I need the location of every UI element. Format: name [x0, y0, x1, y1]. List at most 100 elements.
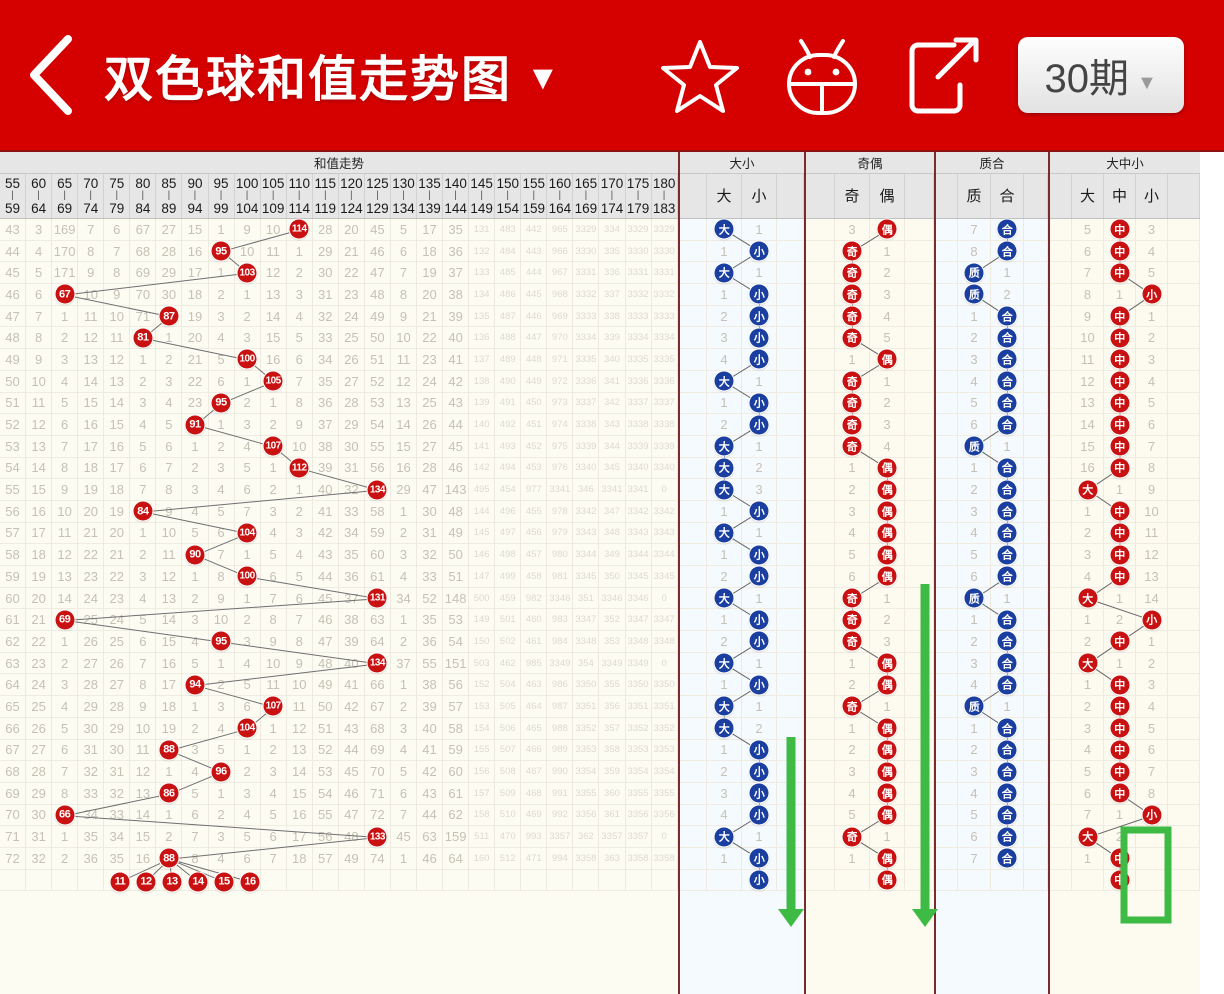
big-small-ball[interactable]: 小 [749, 870, 769, 890]
odd-even-ball[interactable]: 奇 [842, 328, 862, 348]
share-icon[interactable] [898, 29, 990, 121]
hit-ball[interactable]: 104 [237, 523, 257, 543]
prime-composite-ball[interactable]: 质 [964, 263, 984, 283]
big-small-ball[interactable]: 小 [749, 241, 769, 261]
big-medium-small-ball[interactable]: 中 [1110, 436, 1129, 456]
big-medium-small-ball[interactable]: 中 [1110, 219, 1129, 239]
odd-even-ball[interactable]: 偶 [877, 501, 897, 521]
hit-ball[interactable]: 69 [55, 610, 75, 630]
big-medium-small-ball[interactable]: 中 [1110, 566, 1129, 586]
prime-composite-ball[interactable]: 合 [997, 718, 1017, 738]
hit-ball[interactable]: 91 [185, 415, 205, 435]
hit-ball[interactable]: 94 [185, 675, 205, 695]
big-medium-small-ball[interactable]: 中 [1110, 545, 1129, 565]
odd-even-ball[interactable]: 偶 [877, 523, 897, 543]
hit-ball[interactable]: 100 [237, 566, 257, 586]
table-row[interactable]: 偶 [806, 869, 934, 892]
odd-even-ball[interactable]: 奇 [842, 827, 862, 847]
hit-ball[interactable]: 105 [263, 371, 283, 391]
big-small-ball[interactable]: 大 [714, 458, 734, 478]
big-small-ball[interactable]: 大 [714, 523, 734, 543]
big-small-ball[interactable]: 大 [714, 263, 734, 283]
prime-composite-ball[interactable]: 合 [997, 328, 1017, 348]
hit-ball[interactable]: 114 [289, 219, 309, 239]
odd-even-ball[interactable]: 偶 [877, 219, 897, 239]
odd-even-ball[interactable]: 偶 [877, 349, 897, 369]
hit-ball[interactable]: 107 [263, 696, 283, 716]
hit-ball[interactable]: 90 [185, 545, 205, 565]
big-small-ball[interactable]: 大 [714, 827, 734, 847]
odd-even-ball[interactable]: 偶 [877, 805, 897, 825]
table-row[interactable] [936, 869, 1048, 892]
big-small-ball[interactable]: 小 [749, 284, 769, 304]
odd-even-ball[interactable]: 奇 [842, 415, 862, 435]
odd-even-ball[interactable]: 奇 [842, 284, 862, 304]
prime-composite-ball[interactable]: 合 [997, 393, 1017, 413]
draw-ball[interactable]: 14 [188, 872, 208, 892]
hit-ball[interactable]: 100 [237, 349, 257, 369]
big-medium-small-ball[interactable]: 中 [1110, 458, 1129, 478]
odd-even-ball[interactable]: 奇 [842, 306, 862, 326]
prime-composite-ball[interactable]: 合 [997, 458, 1017, 478]
hit-ball[interactable]: 95 [211, 241, 231, 261]
hit-ball[interactable]: 134 [367, 480, 387, 500]
big-medium-small-ball[interactable]: 中 [1110, 718, 1129, 738]
hit-ball[interactable]: 134 [367, 653, 387, 673]
draw-ball[interactable]: 15 [214, 872, 234, 892]
hit-ball[interactable]: 107 [263, 436, 283, 456]
prime-composite-ball[interactable]: 合 [997, 805, 1017, 825]
odd-even-ball[interactable]: 偶 [877, 762, 897, 782]
big-small-ball[interactable]: 小 [749, 610, 769, 630]
odd-even-ball[interactable]: 偶 [877, 566, 897, 586]
big-medium-small-ball[interactable]: 小 [1142, 805, 1161, 825]
odd-even-ball[interactable]: 偶 [877, 653, 897, 673]
odd-even-ball[interactable]: 偶 [877, 870, 897, 890]
prime-composite-ball[interactable]: 合 [997, 349, 1017, 369]
big-medium-small-ball[interactable]: 中 [1110, 415, 1129, 435]
prime-composite-ball[interactable]: 合 [997, 566, 1017, 586]
